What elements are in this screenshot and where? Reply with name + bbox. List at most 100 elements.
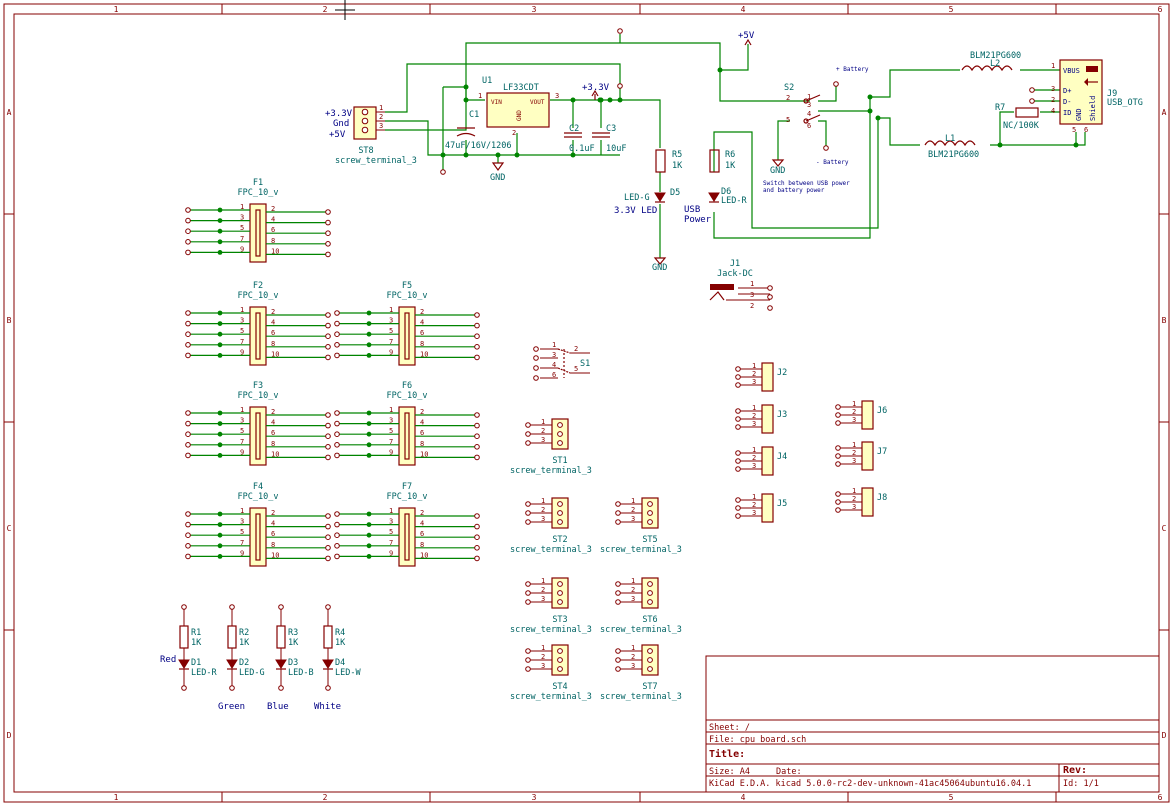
- screw-pin: 3: [541, 515, 545, 523]
- fpc-left-junction: [217, 207, 223, 213]
- fpc-left-junction: [217, 532, 223, 538]
- fpc-left-junction: [366, 442, 372, 448]
- screw-value: screw_terminal_3: [510, 545, 592, 555]
- title-block-size: Size: A4: [709, 767, 750, 777]
- fpc-value: FPC_10_v: [387, 291, 428, 301]
- screw-value: screw_terminal_3: [600, 625, 682, 635]
- screw-pin: 2: [541, 653, 545, 661]
- fpc-left-pin: 1: [240, 306, 244, 314]
- led-resistor-value: 1K: [239, 638, 250, 648]
- jst-pin: 1: [752, 404, 756, 412]
- fpc-left-pin: 9: [240, 448, 244, 456]
- dc-jack-j1: J1 Jack-DC 1 3 2: [709, 259, 773, 311]
- fpc-value: FPC_10_v: [238, 391, 279, 401]
- j9-pin-2: 2: [1051, 96, 1055, 104]
- d5-reference: D5: [670, 188, 680, 198]
- col-mark-2-bottom: 2: [323, 793, 328, 802]
- led-resistor: [179, 625, 189, 649]
- led-resistor-value: 1K: [335, 638, 346, 648]
- fpc-left-pin: 7: [389, 539, 393, 547]
- fpc-right-pin: 6: [271, 226, 275, 234]
- jst-pin: 1: [752, 446, 756, 454]
- s1-pin-6: 6: [552, 371, 556, 379]
- led-value: LED-B: [288, 668, 314, 678]
- j9-reference: J9: [1107, 89, 1117, 99]
- u1-vout-label: VOUT: [530, 99, 545, 106]
- fpc-right-pin: 8: [420, 440, 424, 448]
- inductor-l2: L2 BLM21PG600: [961, 51, 1021, 72]
- j9-signal-gnd: GND: [1075, 108, 1083, 121]
- led-diode-icon: [226, 659, 238, 669]
- switch-s2: S2 2 3 1 4 5 6 + Battery - Battery Switc…: [763, 66, 869, 194]
- st8-pin-1: 1: [379, 104, 383, 112]
- d6-reference: D6: [721, 187, 731, 197]
- led-value: LED-R: [191, 668, 217, 678]
- st8-pin-3: 3: [379, 122, 383, 130]
- led-reference: D4: [335, 658, 345, 668]
- s2-reference: S2: [784, 83, 794, 93]
- fpc-left-junction: [366, 431, 372, 437]
- screw-value: screw_terminal_3: [510, 625, 592, 635]
- frame-row-markers: A B C D A B C D: [4, 108, 1169, 740]
- fpc-value: FPC_10_v: [387, 391, 428, 401]
- fpc-right-pin: 10: [420, 551, 428, 559]
- wire-terminals: [440, 28, 1035, 175]
- fpc-left-junction: [366, 532, 372, 538]
- fpc-right-pin: 10: [271, 350, 279, 358]
- led-d5: D5 LED-G 3.3V LED: [614, 188, 680, 216]
- led-value: LED-G: [239, 668, 265, 678]
- led-resistor: [227, 625, 237, 649]
- jst-pin: 3: [852, 503, 856, 511]
- fpc-right-pin: 10: [271, 450, 279, 458]
- j9-signal-dminus: D-: [1063, 98, 1071, 106]
- s2-note-line1: Switch between USB power: [763, 180, 850, 187]
- title-block-sheet: Sheet: /: [709, 723, 750, 733]
- fpc-right-pin: 6: [271, 530, 275, 538]
- fpc-left-pin: 9: [240, 348, 244, 356]
- j9-pin-1: 1: [1051, 62, 1055, 70]
- title-block-kicad: KiCad E.D.A. kicad 5.0.0-rc2-dev-unknown…: [709, 779, 1031, 789]
- led-d6: D6 LED-R USB Power: [684, 187, 747, 225]
- col-mark-5: 5: [949, 5, 954, 14]
- fpc-left-junction: [217, 453, 223, 458]
- led-resistor-reference: R1: [191, 628, 201, 638]
- fpc-left-junction: [366, 321, 372, 326]
- d5-label: 3.3V LED: [614, 206, 657, 216]
- cursor-crosshair-icon: [335, 0, 355, 20]
- fpc-left-junction: [217, 310, 223, 316]
- title-block-title: Title:: [709, 748, 745, 760]
- j9-signal-id: ID: [1063, 109, 1071, 117]
- fpc-left-junction: [366, 421, 372, 426]
- jst-pin: 3: [852, 416, 856, 424]
- fpc-right-pin: 8: [271, 237, 275, 245]
- inductor-l1: L1 BLM21PG600: [924, 134, 979, 160]
- jst-pin: 3: [752, 462, 756, 470]
- fpc-left-junction: [366, 453, 372, 458]
- screw-pin: 3: [541, 436, 545, 444]
- st8-label-gnd: Gnd: [333, 119, 349, 129]
- led-reference: D2: [239, 658, 249, 668]
- fpc-left-pin: 5: [240, 427, 244, 435]
- jst-reference: J3: [777, 410, 787, 420]
- screw-pin: 2: [631, 506, 635, 514]
- fpc-left-pin: 5: [240, 327, 244, 335]
- jst-reference: J7: [877, 447, 887, 457]
- junction-dots: [440, 67, 1079, 158]
- l1-reference: L1: [945, 134, 955, 144]
- gnd-symbol-d5: GND: [652, 257, 667, 273]
- fpc-right-pin: 10: [271, 247, 279, 255]
- c2-reference: C2: [569, 124, 579, 134]
- screw-value: screw_terminal_3: [600, 692, 682, 702]
- fpc-left-pin: 3: [240, 417, 244, 425]
- col-mark-1-bottom: 1: [114, 793, 119, 802]
- j1-pin-1: 1: [750, 280, 754, 288]
- fpc-right-pin: 8: [420, 340, 424, 348]
- fpc-left-pin: 7: [240, 338, 244, 346]
